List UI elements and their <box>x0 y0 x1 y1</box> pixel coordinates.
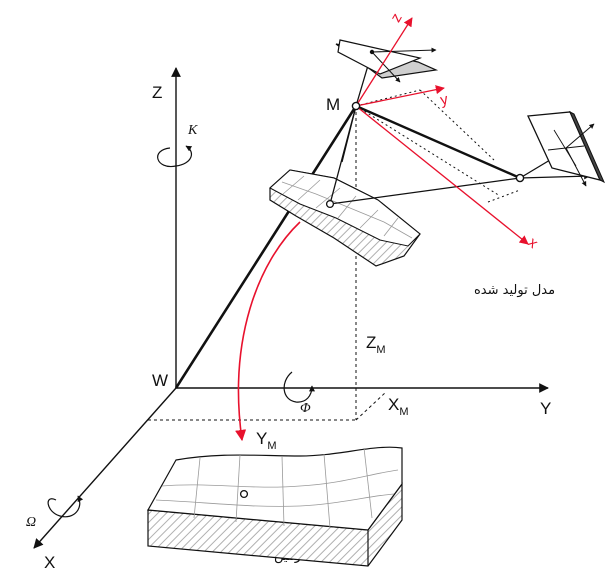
model-caption: مدل تولید شده <box>474 283 555 298</box>
model-to-ground-arrow <box>235 221 301 442</box>
rotation-omega: Ω <box>26 495 84 530</box>
model-point <box>325 199 335 209</box>
xm-label: XM <box>388 395 409 418</box>
model-x-label: x <box>525 234 542 252</box>
ground-point <box>239 489 249 499</box>
model-y-label: y <box>439 91 450 109</box>
omega-label: Ω <box>26 515 36 530</box>
kappa-label: K <box>187 123 198 138</box>
world-origin-label: W <box>152 371 168 390</box>
ym-label: YM <box>256 429 277 452</box>
model-x-axis <box>355 105 529 245</box>
projection-lines <box>148 106 387 421</box>
y-axis-label: Y <box>540 399 551 418</box>
model-z-label: z <box>387 10 405 25</box>
image-plane-top <box>335 39 439 83</box>
w-to-m-vector <box>174 105 358 389</box>
dotted-guides <box>355 89 521 203</box>
rotation-phi: Φ <box>283 371 315 416</box>
model-z-axis <box>355 17 413 107</box>
camera-center-m <box>351 101 361 111</box>
phi-label: Φ <box>300 401 311 416</box>
model-block <box>269 169 421 267</box>
x-axis-label: X <box>44 553 55 571</box>
model-y-axis <box>355 85 445 107</box>
camera-center-right <box>515 173 525 183</box>
z-axis-label: Z <box>152 83 162 102</box>
rotation-kappa: K <box>157 123 198 168</box>
x-axis <box>33 387 177 549</box>
image-plane-right <box>527 110 606 187</box>
ground-block <box>147 446 403 567</box>
model-origin-label: M <box>326 95 340 114</box>
zm-label: ZM <box>366 333 386 356</box>
